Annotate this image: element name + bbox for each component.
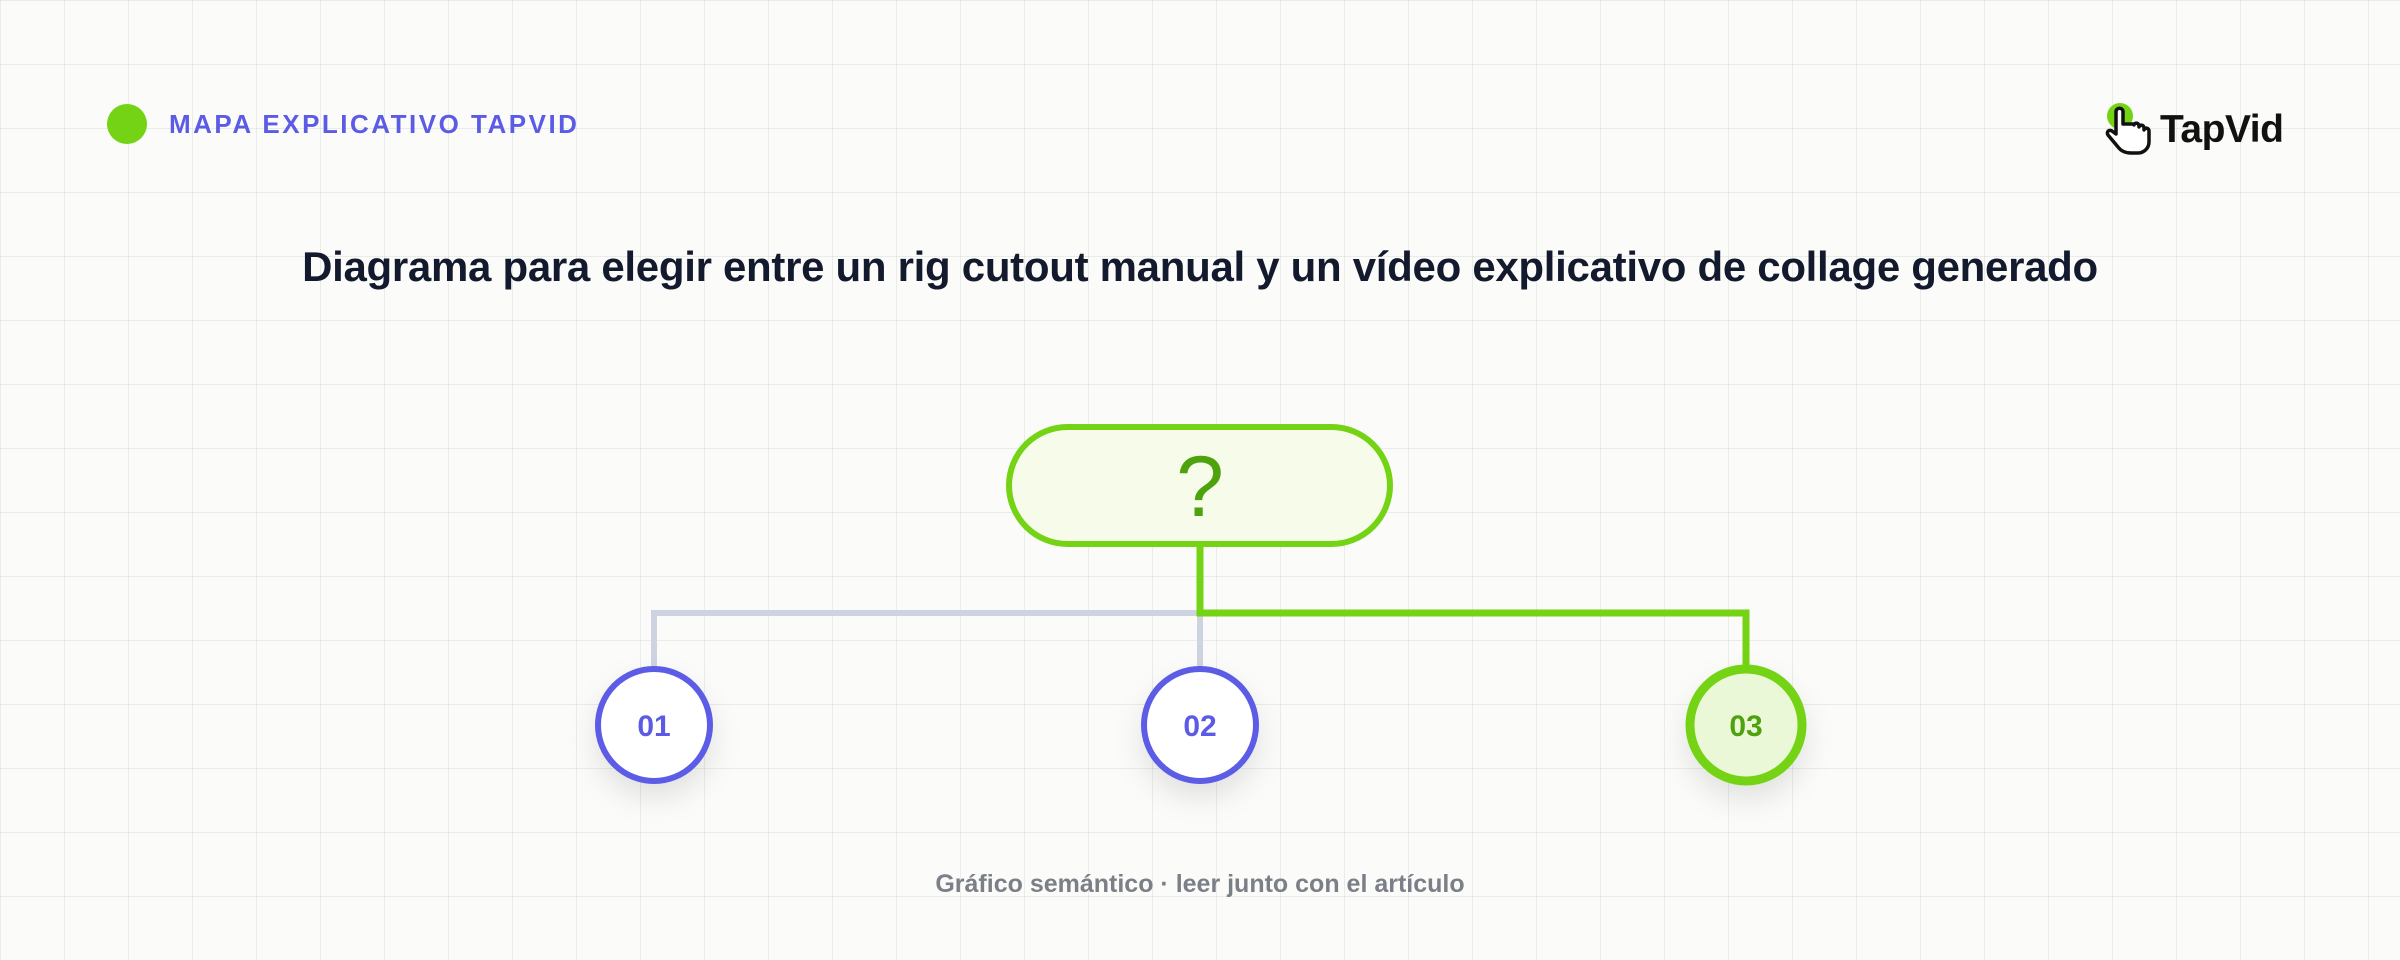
option-node-02	[1141, 666, 1259, 784]
option-node-01	[595, 666, 713, 784]
logo-text: TapVid	[2160, 108, 2284, 151]
decision-label: ?	[1176, 439, 1224, 535]
connector-01	[651, 610, 1200, 668]
tapvid-logo: TapVid	[2104, 100, 2284, 160]
page-title: Diagrama para elegir entre un rig cutout…	[302, 243, 2098, 290]
option-node-03	[1685, 664, 1807, 786]
eyebrow: MAPA EXPLICATIVO TAPVID	[107, 104, 579, 144]
eyebrow-dot-icon	[107, 104, 147, 144]
option-label-02: 02	[1183, 710, 1216, 743]
pointing-hand-icon	[2105, 103, 2151, 155]
eyebrow-label: MAPA EXPLICATIVO TAPVID	[169, 108, 580, 139]
footnote: Gráfico semántico · leer junto con el ar…	[935, 870, 1465, 898]
option-label-03: 03	[1729, 710, 1762, 743]
connector-03	[1196, 542, 1750, 668]
option-label-01: 01	[637, 710, 670, 743]
decision-node: ?	[1006, 424, 1393, 547]
